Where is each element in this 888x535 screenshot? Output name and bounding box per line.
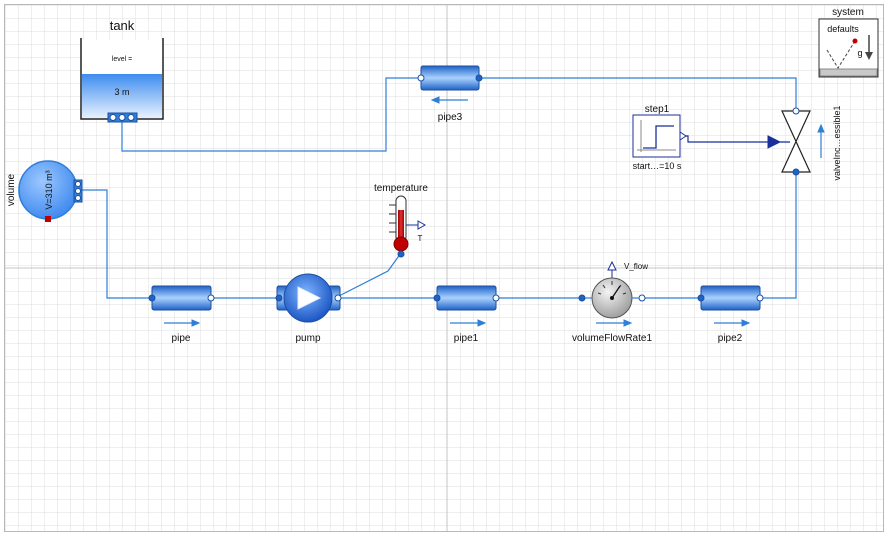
valve-input-port[interactable] [767, 135, 782, 149]
pump[interactable]: pump [275, 273, 342, 344]
system-pendulum [826, 40, 856, 69]
tank-level-label: level = [112, 56, 132, 63]
system-g-label: g [857, 48, 862, 58]
volume[interactable]: V=310 m³ volume [6, 160, 83, 222]
pipe3-port-b[interactable] [475, 74, 483, 82]
pipe2-label: pipe2 [718, 333, 743, 344]
arrow-right-icon [450, 319, 487, 327]
pump-port-a[interactable] [275, 294, 283, 302]
temperature-label: temperature [374, 183, 428, 194]
tank-label: tank [110, 18, 135, 33]
diagram-major-grid [5, 5, 883, 531]
pipe-port-b[interactable] [207, 294, 215, 302]
temperature-port[interactable] [397, 250, 405, 258]
volume-label: volume [6, 173, 17, 206]
pipe1-port-a[interactable] [433, 294, 441, 302]
wire-valve-pipe3[interactable] [479, 77, 797, 111]
system-mass [852, 38, 858, 44]
system-defaults-icon [818, 18, 879, 78]
volume-flow-rate-sensor[interactable]: V_flow volumeFlowRate1 [572, 260, 652, 344]
pipe3[interactable]: pipe3 [417, 65, 483, 123]
pump-triangle [297, 286, 322, 310]
pipe3-label: pipe3 [438, 112, 463, 123]
system-gravity-head [865, 52, 873, 60]
tank-air [82, 40, 162, 74]
flow-sensor-label: volumeFlowRate1 [572, 333, 652, 344]
tank-ports[interactable] [107, 112, 138, 123]
valve-port-b[interactable] [792, 107, 800, 115]
pipe2[interactable]: pipe2 [697, 285, 764, 344]
flow-port-label: V_flow [624, 262, 648, 271]
temperature-sensor[interactable]: temperature T [374, 183, 428, 258]
flow-output-arrow [607, 260, 617, 278]
connection-wires [78, 77, 797, 299]
gauge-needle [611, 285, 621, 299]
wire-pipe2-valve[interactable] [760, 172, 797, 299]
step-label: step1 [645, 104, 670, 115]
flow-port-a[interactable] [578, 294, 586, 302]
arrow-right-icon [596, 319, 633, 327]
wire-volume-pipe[interactable] [78, 189, 152, 299]
gauge-hub [610, 296, 614, 300]
valve[interactable]: valveInc…essible1 [767, 105, 842, 181]
flow-port-b[interactable] [638, 294, 646, 302]
pipe1-label: pipe1 [454, 333, 479, 344]
step-curve [643, 125, 674, 149]
valve-label: valveInc…essible1 [832, 105, 842, 180]
step-source[interactable]: step1 start…=10 s [632, 104, 687, 171]
step-signal-icon [637, 120, 676, 152]
pipe2-port-a[interactable] [697, 294, 705, 302]
thermometer-icon [389, 195, 427, 252]
wire-pipe3-tank[interactable] [121, 77, 421, 152]
step-output-port[interactable] [679, 131, 687, 141]
volume-heat-port[interactable] [45, 216, 51, 222]
pipe-icon [420, 65, 480, 91]
pump-label: pump [295, 333, 320, 344]
step-param: start…=10 s [633, 161, 682, 171]
pipe3-port-a[interactable] [417, 74, 425, 82]
valve-icon [781, 110, 811, 173]
diagram-border [4, 4, 884, 532]
tank[interactable]: tank level = 3 m [80, 18, 164, 123]
pipe[interactable]: pipe [148, 285, 215, 344]
tank-level-value: 3 m [114, 87, 129, 97]
tank-water [82, 74, 162, 118]
pipe-icon [436, 285, 497, 311]
wire-pump-temperature[interactable] [338, 252, 402, 297]
system-defaults-label: defaults [827, 24, 859, 34]
arrow-right-icon [714, 319, 751, 327]
system-label: system [832, 7, 864, 18]
system-block[interactable]: system defaults g [818, 7, 879, 78]
system-ground [819, 68, 878, 77]
valve-port-a[interactable] [792, 168, 800, 176]
pump-port-b[interactable] [334, 294, 342, 302]
arrow-up-icon [817, 123, 825, 158]
pipe2-port-b[interactable] [756, 294, 764, 302]
volume-param: V=310 m³ [44, 170, 54, 209]
pipe-icon [151, 285, 212, 311]
pipe-port-a[interactable] [148, 294, 156, 302]
arrow-left-icon [430, 96, 468, 104]
temperature-port-label: T [418, 234, 423, 243]
arrow-right-icon [164, 319, 201, 327]
volume-ports[interactable] [73, 179, 83, 203]
pipe1[interactable]: pipe1 [433, 285, 500, 344]
pipe-icon [700, 285, 761, 311]
pipe-label: pipe [172, 333, 191, 344]
pipe1-port-b[interactable] [492, 294, 500, 302]
